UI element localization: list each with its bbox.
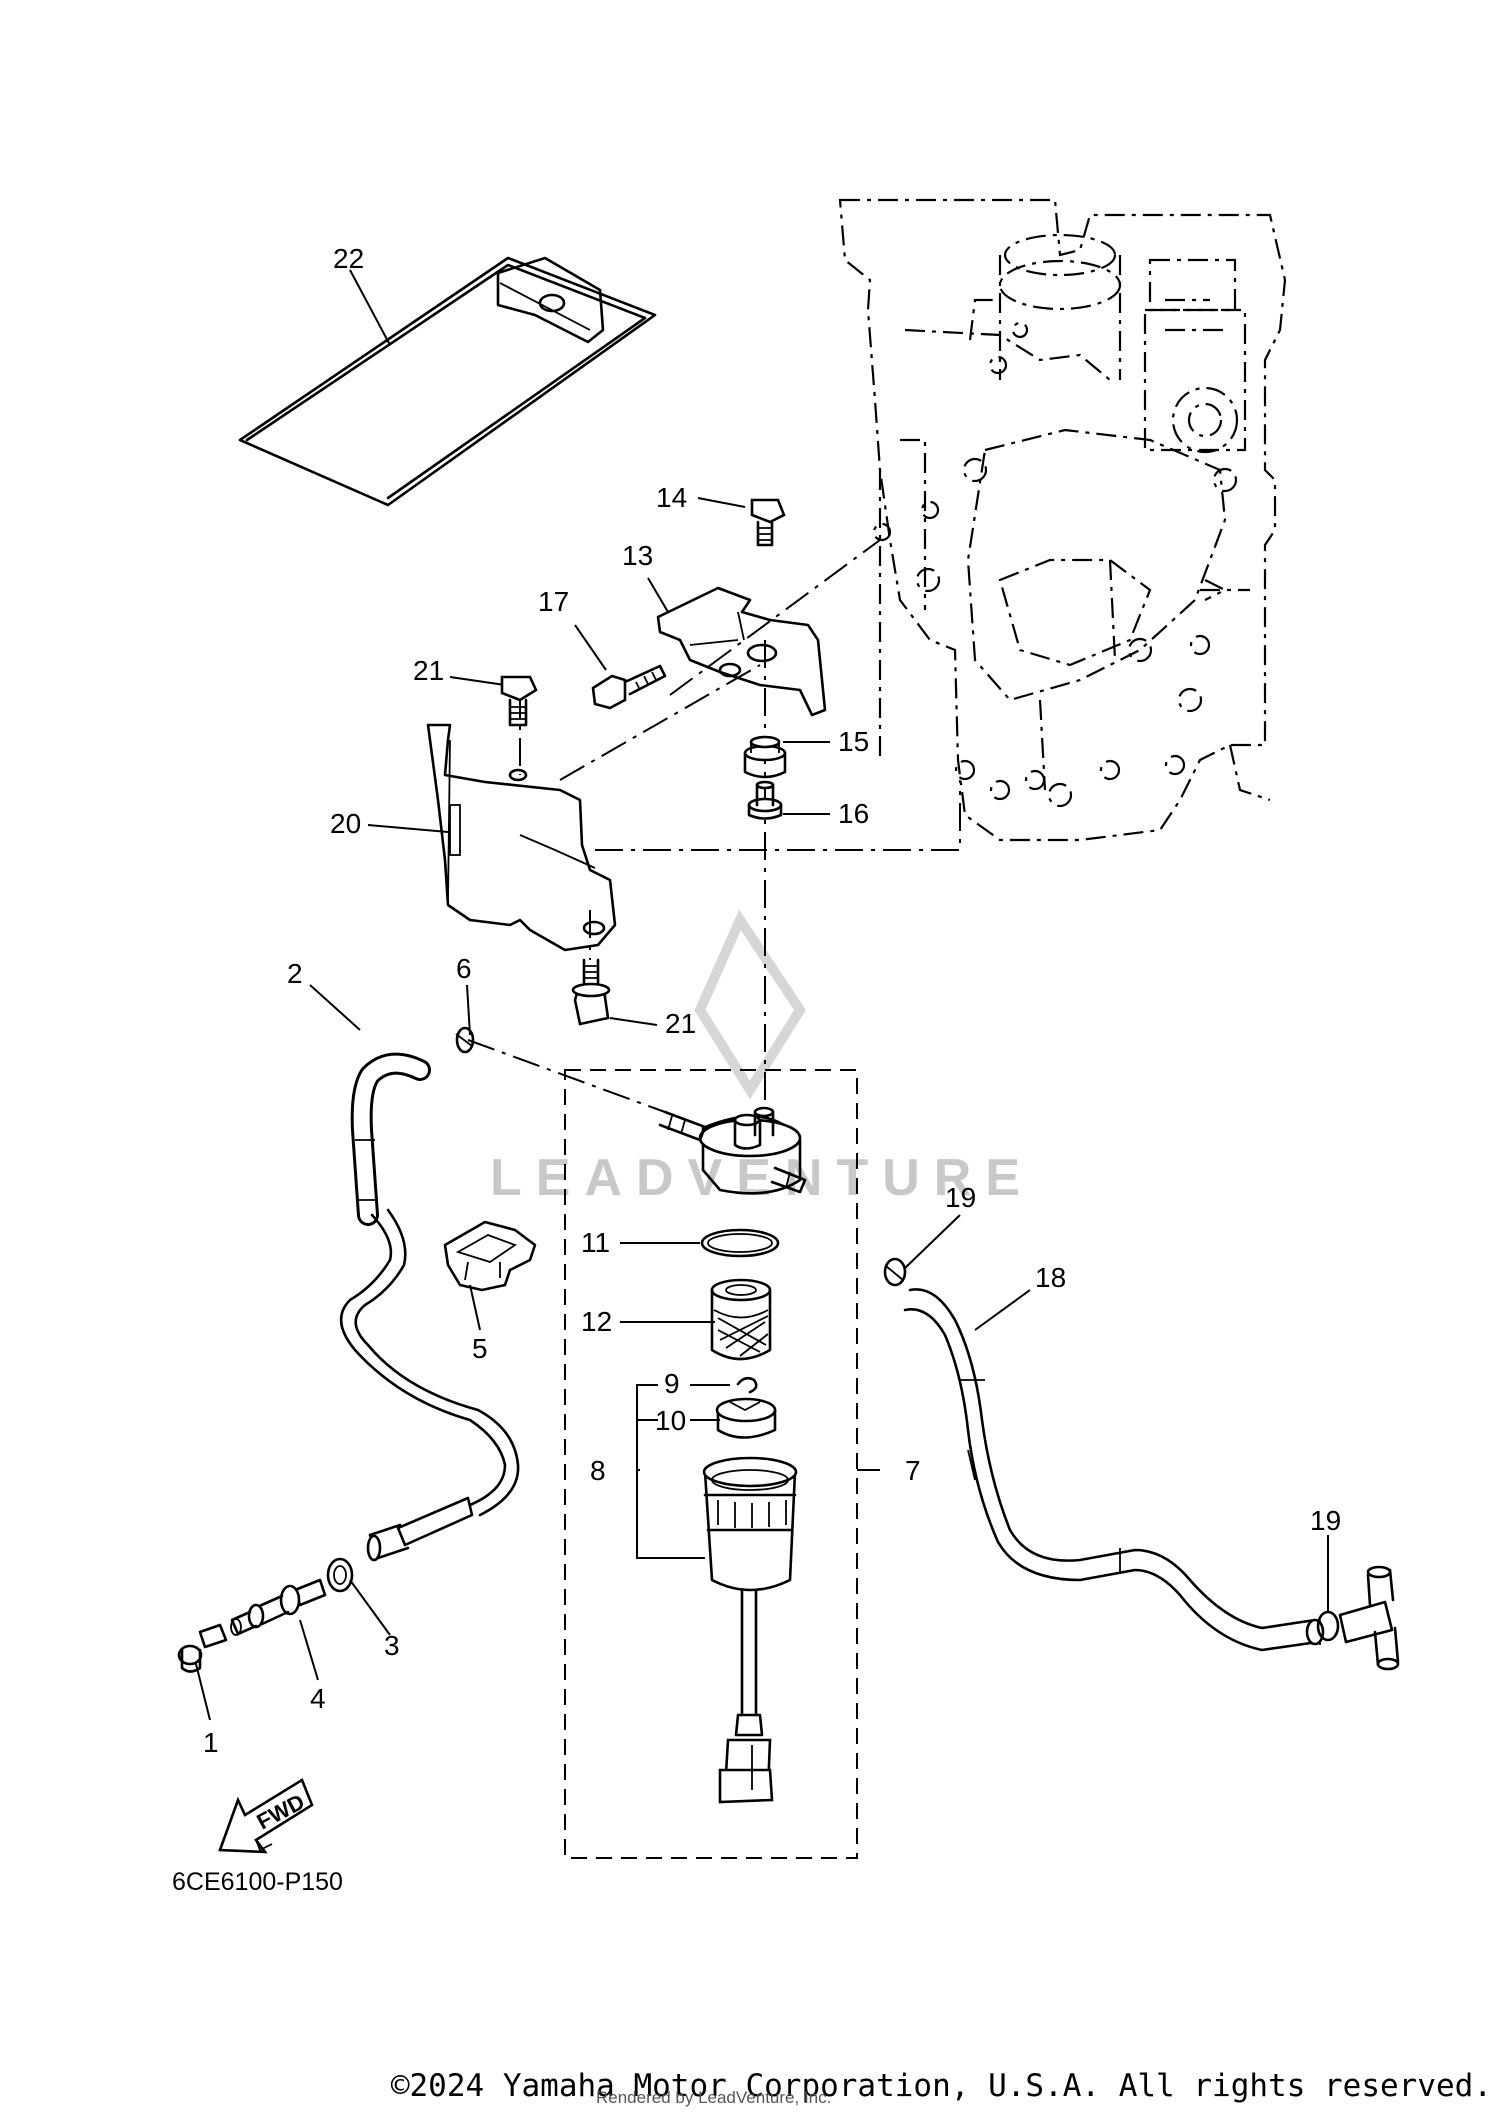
- callout-16: 16: [838, 798, 869, 829]
- part-4-fitting: [230, 1578, 327, 1636]
- part-21-bolt-upper: [500, 675, 538, 727]
- leader-lines: [194, 269, 1329, 1721]
- part-12-filter-element: [710, 1278, 772, 1361]
- part-20-cover: [426, 723, 617, 952]
- part-19-clip-right: [1316, 1610, 1340, 1642]
- part-14-bolt: [750, 498, 786, 547]
- callout-numbers: 22 14 13 17 21 20 15 16 21 2 6 11 12 9 1…: [203, 243, 1341, 1758]
- callout-18: 18: [1035, 1262, 1066, 1293]
- callout-12: 12: [581, 1306, 612, 1337]
- callout-22: 22: [333, 243, 364, 274]
- part-18-hose: [903, 1288, 1325, 1652]
- callout-8: 8: [590, 1455, 606, 1486]
- engine-block-outline: [838, 198, 1287, 842]
- part-15-grommet: [743, 735, 787, 779]
- part-13-bracket: [656, 586, 827, 717]
- part-2-hose: [339, 1052, 520, 1562]
- filter-assembly-box: [564, 1069, 858, 1859]
- part-11-o-ring: [700, 1228, 780, 1258]
- callout-17: 17: [538, 586, 569, 617]
- part-19-clip-upper: [883, 1257, 907, 1287]
- part-6-clip: [455, 1026, 475, 1054]
- callout-21-lower: 21: [665, 1008, 696, 1039]
- callout-5: 5: [472, 1333, 488, 1364]
- fuel-filter-head: [658, 1106, 807, 1195]
- callout-1: 1: [203, 1727, 219, 1758]
- part-1-plug: [177, 1623, 228, 1673]
- callout-13: 13: [622, 540, 653, 571]
- watermark-text: LEADVENTURE: [490, 1149, 1034, 1207]
- part-16-collar: [747, 780, 783, 820]
- callout-19-right: 19: [1310, 1505, 1341, 1536]
- part-17-bolt: [591, 664, 667, 710]
- callout-21-upper: 21: [413, 655, 444, 686]
- diagram-code: 6CE6100-P150: [172, 1868, 343, 1896]
- part-22-tool-pouch: [238, 256, 657, 507]
- callout-15: 15: [838, 726, 869, 757]
- part-8-filter-cup: [702, 1456, 798, 1804]
- tee-joint: [1338, 1565, 1400, 1671]
- callout-20: 20: [330, 808, 361, 839]
- part-21-bolt-lower: [571, 958, 611, 1026]
- part-10-float: [715, 1397, 777, 1439]
- callout-10: 10: [655, 1405, 686, 1436]
- callout-6: 6: [456, 953, 472, 984]
- watermark: LEADVENTURE: [490, 909, 1034, 1207]
- callout-11: 11: [581, 1227, 610, 1258]
- fwd-arrow-icon: FWD: [218, 1778, 314, 1854]
- part-3-clip: [326, 1557, 354, 1593]
- callout-3: 3: [384, 1630, 400, 1661]
- callout-9: 9: [664, 1368, 680, 1399]
- callout-14: 14: [656, 482, 687, 513]
- callout-19-upper: 19: [945, 1182, 976, 1213]
- part-9-circlip: [736, 1376, 758, 1394]
- callout-7: 7: [905, 1455, 921, 1486]
- part-5-holder: [443, 1220, 537, 1292]
- copyright-footer: ©2024 Yamaha Motor Corporation, U.S.A. A…: [390, 2068, 1492, 2104]
- callout-2: 2: [287, 958, 303, 989]
- callout-4: 4: [310, 1683, 326, 1714]
- rendered-by-note: Rendered by LeadVenture, Inc.: [596, 2088, 832, 2107]
